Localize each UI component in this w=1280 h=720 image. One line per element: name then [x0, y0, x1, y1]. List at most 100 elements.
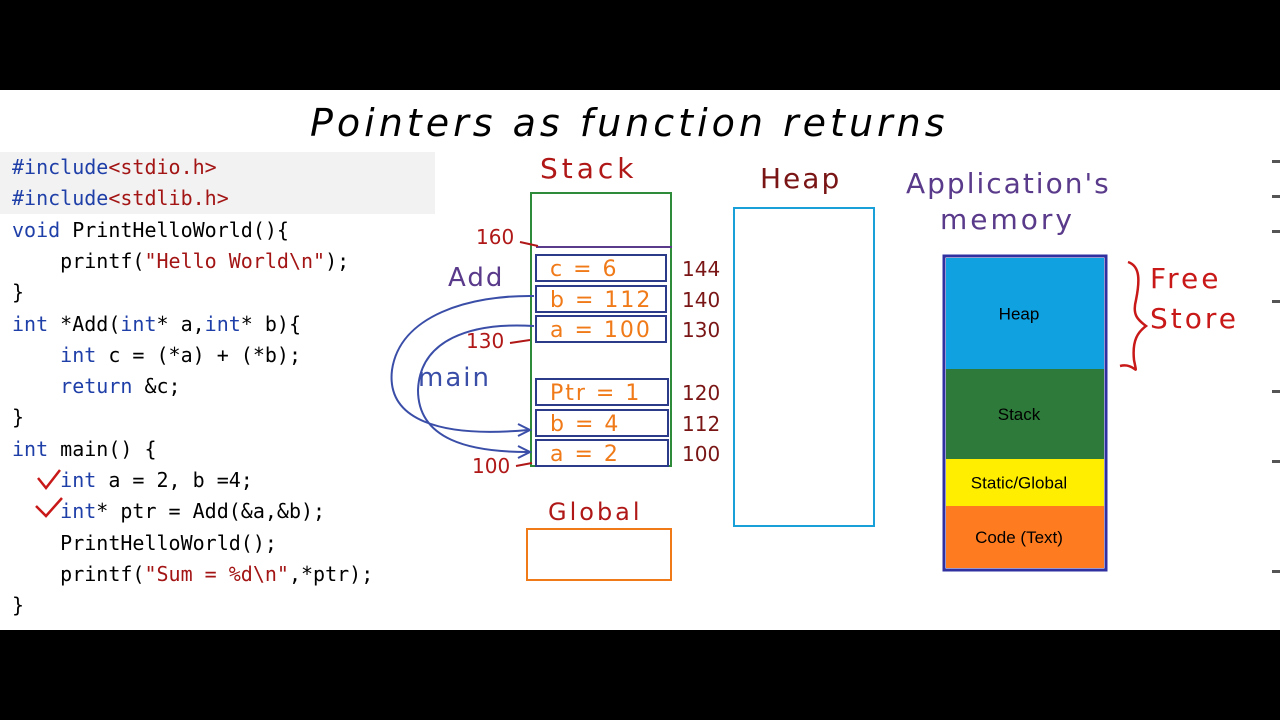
global-label: Global — [548, 498, 643, 526]
memory-segment-label: Code (Text) — [975, 528, 1063, 547]
check-mark-1 — [37, 469, 61, 491]
stack-cell-address: 130 — [682, 318, 720, 342]
clip-mark — [1272, 300, 1280, 303]
memory-segment — [946, 258, 1104, 369]
memory-segment — [946, 506, 1104, 568]
check-mark-2 — [35, 497, 63, 518]
code-token: a = 2, b =4; — [96, 468, 253, 492]
clip-mark — [1272, 570, 1280, 573]
clip-mark — [1272, 390, 1280, 393]
clipped-notes-edge — [1268, 150, 1280, 590]
stack-cell-value: b = 112 — [550, 288, 652, 313]
address-130-tick — [509, 339, 531, 344]
code-panel: #include<stdio.h>#include<stdlib.h>void … — [0, 152, 435, 622]
code-line: int c = (*a) + (*b); — [12, 340, 301, 371]
stack-cell-value: a = 100 — [550, 318, 652, 343]
code-keyword: int — [204, 311, 241, 336]
add-frame-label: Add — [448, 263, 504, 293]
code-token: #include — [12, 186, 109, 211]
code-token: printf( — [12, 248, 145, 273]
code-token: ,*ptr); — [288, 561, 374, 586]
code-token: <stdio.h> — [108, 155, 217, 179]
lecture-slide: #include<stdio.h>#include<stdlib.h>void … — [0, 90, 1280, 630]
clip-mark — [1272, 460, 1280, 463]
code-keyword: int — [12, 436, 49, 461]
arrow-b-to-b — [390, 294, 535, 433]
code-line: printf("Hello World\n"); — [12, 246, 349, 277]
global-box — [526, 528, 672, 581]
code-token: } — [12, 593, 25, 618]
address-100-tick — [515, 462, 533, 467]
stack-cell-address: 100 — [682, 442, 720, 466]
stack-cell-value: a = 2 — [550, 442, 620, 467]
memory-segment-label: Static/Global — [971, 474, 1067, 493]
arrow-a-to-a — [416, 324, 535, 453]
stack-cell-value: b = 4 — [550, 412, 620, 437]
code-string: "Hello World\n" — [144, 248, 326, 273]
code-line: int* ptr = Add(&a,&b); — [12, 496, 325, 527]
stack-cell-address: 144 — [682, 257, 720, 281]
code-token: printf( — [12, 561, 145, 586]
code-line: int a = 2, b =4; — [12, 465, 253, 496]
memory-segment — [946, 459, 1104, 506]
stack-cell-address: 120 — [682, 381, 720, 405]
heap-box — [733, 207, 875, 527]
code-token: } — [12, 280, 25, 305]
clip-mark — [1272, 230, 1280, 233]
code-keyword: int — [120, 311, 157, 336]
code-keyword: int — [60, 342, 97, 367]
code-token: &c; — [132, 374, 181, 399]
code-line: } — [12, 277, 24, 308]
clip-mark — [1272, 195, 1280, 198]
code-token: main() { — [48, 436, 157, 461]
stack-label: Stack — [540, 152, 638, 185]
address-160: 160 — [476, 225, 514, 249]
arrow-b-to-b-head — [517, 423, 533, 437]
stack-cell-address: 140 — [682, 288, 720, 312]
stack-cell-value: Ptr = 1 — [550, 381, 641, 406]
code-token: #include — [12, 155, 109, 179]
main-frame-label: main — [418, 363, 491, 393]
code-token: PrintHelloWorld(); — [12, 530, 277, 555]
stack-cell-address: 112 — [682, 412, 720, 436]
code-line: return &c; — [12, 371, 181, 402]
code-line: #include<stdio.h> — [0, 152, 435, 183]
code-token: * ptr = Add(&a,&b); — [96, 499, 326, 524]
stack-cell — [535, 378, 669, 406]
code-token: * a, — [156, 311, 205, 336]
code-token: *Add( — [48, 311, 121, 336]
stack-cell — [535, 254, 667, 282]
stack-cell — [535, 409, 669, 437]
code-token: } — [12, 405, 25, 430]
code-string: "Sum = %d\n" — [144, 561, 289, 586]
stack-cell — [535, 439, 669, 467]
code-keyword: void — [12, 217, 61, 242]
code-token: PrintHelloWorld(){ — [60, 217, 289, 242]
code-keyword: int — [12, 311, 49, 336]
arrow-a-to-a-head — [517, 445, 533, 459]
code-keyword: return — [60, 374, 133, 399]
code-line: #include<stdlib.h> — [0, 183, 435, 215]
free-store-brace — [1119, 260, 1149, 371]
code-line: PrintHelloWorld(); — [12, 528, 277, 559]
stack-cell-value: c = 6 — [550, 257, 619, 282]
slide-title: Pointers as function returns — [310, 101, 949, 145]
memory-segment-label: Stack — [998, 405, 1041, 424]
address-160-tick — [519, 241, 539, 247]
free-store-label-line2: Store — [1150, 302, 1239, 335]
app-memory-label-line2: memory — [940, 203, 1075, 236]
free-store-label-line1: Free — [1150, 262, 1221, 295]
address-130-left: 130 — [466, 329, 504, 353]
app-memory-label-line1: Application's — [906, 167, 1111, 200]
code-line: } — [12, 402, 24, 433]
code-line: int main() { — [12, 434, 157, 465]
code-token: * b){ — [240, 311, 302, 336]
memory-segment — [946, 369, 1104, 459]
clip-mark — [1272, 160, 1280, 163]
code-line: printf("Sum = %d\n",*ptr); — [12, 559, 373, 590]
code-line: void PrintHelloWorld(){ — [12, 215, 289, 246]
heap-label: Heap — [760, 162, 841, 195]
code-token: c = (*a) + (*b); — [96, 342, 301, 367]
